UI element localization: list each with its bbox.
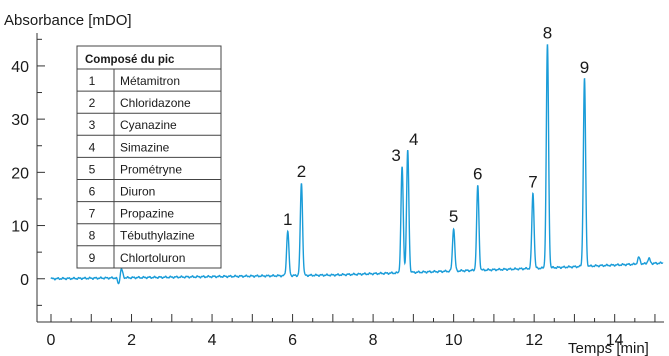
legend-title: Composé du pic	[85, 54, 175, 66]
x-tick-label: 10	[445, 332, 463, 349]
legend-entry-number: 6	[89, 185, 96, 199]
legend-entry-number: 3	[89, 118, 96, 132]
y-tick-label: 40	[11, 59, 29, 76]
x-tick-label: 4	[208, 332, 217, 349]
peak-label: 6	[473, 165, 482, 184]
legend-entry-number: 1	[89, 74, 96, 88]
y-tick-label: 20	[11, 165, 29, 182]
legend-entry-name: Simazine	[120, 140, 170, 154]
x-tick-label: 12	[525, 332, 543, 349]
peak-labels: 1 2 34 5 6 7 8 9	[283, 24, 589, 229]
peak-label: 1	[283, 210, 292, 229]
legend-entry-number: 9	[89, 251, 96, 265]
y-tick-label: 10	[11, 219, 29, 236]
peak-label: 4	[409, 130, 418, 149]
legend-entry-number: 4	[89, 140, 96, 154]
y-axis-label: Absorbance [mDO]	[4, 12, 132, 29]
peak-label: 2	[297, 162, 306, 181]
legend-entry-name: Cyanazine	[120, 118, 177, 132]
peak-label: 8	[543, 24, 552, 43]
peak-label: 3	[391, 146, 400, 165]
legend-entry-name: Métamitron	[120, 74, 180, 88]
legend-entry-number: 2	[89, 96, 96, 110]
peak-label: 5	[449, 207, 458, 226]
legend: Composé du pic 1 Métamitron 2 Chloridazone 3…	[76, 45, 222, 269]
x-tick-label: 0	[47, 332, 56, 349]
peak-label: 9	[580, 58, 589, 77]
legend-entry-name: Diuron	[120, 185, 155, 199]
x-ticks: 0 2 4 6 8 10 12 14	[47, 314, 656, 349]
legend-rows: 1 Métamitron 2 Chloridazone 3 Cyanazine 4 Simaz…	[77, 74, 221, 265]
legend-entry-name: Propazine	[120, 207, 174, 221]
y-ticks: 0 10 20 30 40	[11, 38, 45, 306]
legend-entry-name: Prométryne	[120, 162, 182, 176]
chromatogram-trace	[50, 44, 664, 285]
x-tick-label: 6	[288, 332, 297, 349]
y-tick-label: 30	[11, 112, 29, 129]
x-axis-label: Temps [min]	[568, 340, 649, 356]
legend-entry-number: 7	[89, 207, 96, 221]
x-tick-label: 2	[127, 332, 136, 349]
peak-label: 7	[528, 173, 537, 192]
x-tick-label: 14	[606, 332, 624, 349]
legend-entry-name: Chloridazone	[120, 96, 191, 110]
legend-entry-number: 8	[89, 229, 96, 243]
x-tick-label: 8	[369, 332, 378, 349]
legend-entry-number: 5	[89, 162, 96, 176]
y-tick-label: 0	[20, 272, 29, 289]
legend-entry-name: Tébuthylazine	[120, 229, 195, 243]
legend-entry-name: Chlortoluron	[120, 251, 185, 265]
